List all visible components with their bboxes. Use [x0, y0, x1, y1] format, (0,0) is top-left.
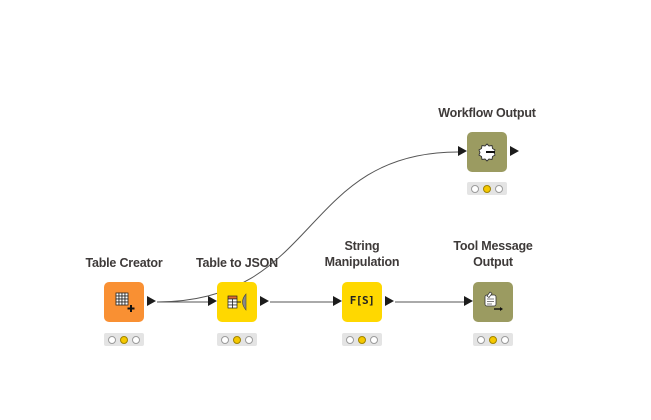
label-line: Output [473, 255, 513, 269]
status-light-green [370, 335, 378, 344]
node-label-workflow-output: Workflow Output [417, 105, 557, 121]
label-line: Tool Message [453, 239, 533, 253]
message-output-icon [484, 291, 503, 311]
node-status-table-to-json [217, 333, 257, 346]
node-label-string-manipulation: String Manipulation [292, 238, 432, 270]
node-label-table-creator: Table Creator [54, 255, 194, 271]
status-light-red [346, 335, 354, 344]
status-light-yellow [120, 335, 128, 344]
label-line: Workflow Output [438, 106, 536, 120]
input-port[interactable] [458, 146, 467, 156]
node-label-table-to-json: Table to JSON [167, 255, 307, 271]
status-light-green [501, 335, 509, 344]
status-light-red [108, 335, 116, 344]
output-port[interactable] [385, 296, 394, 306]
node-table-to-json[interactable] [217, 282, 257, 322]
fs-icon: F[S] [349, 294, 375, 307]
status-light-red [471, 184, 479, 193]
status-light-yellow [489, 335, 497, 344]
node-status-table-creator [104, 333, 144, 346]
label-line: Table Creator [85, 256, 163, 270]
node-table-creator[interactable] [104, 282, 144, 322]
input-port[interactable] [208, 296, 217, 306]
status-light-green [245, 335, 253, 344]
status-light-red [477, 335, 485, 344]
node-string-manipulation[interactable]: F[S] [342, 282, 382, 322]
status-light-red [221, 335, 229, 344]
table-plus-icon [115, 292, 135, 312]
input-port[interactable] [464, 296, 473, 306]
node-status-string-manipulation [342, 333, 382, 346]
node-tool-message-output[interactable] [473, 282, 513, 322]
output-port[interactable] [260, 296, 269, 306]
output-port[interactable] [510, 146, 519, 156]
workflow-output-icon [478, 143, 496, 162]
status-light-yellow [358, 335, 366, 344]
label-line: String [344, 239, 380, 253]
label-line: Manipulation [324, 255, 400, 269]
table-to-json-icon [227, 293, 247, 311]
output-port[interactable] [147, 296, 156, 306]
label-line: Table to JSON [196, 256, 278, 270]
connection-table-creator-to-workflow-output[interactable] [156, 151, 459, 303]
status-light-yellow [483, 184, 491, 193]
node-status-tool-message-output [473, 333, 513, 346]
status-light-green [132, 335, 140, 344]
status-light-green [495, 184, 503, 193]
node-status-workflow-output [467, 182, 507, 195]
node-label-tool-message-output: Tool Message Output [423, 238, 563, 270]
node-workflow-output[interactable] [467, 132, 507, 172]
input-port[interactable] [333, 296, 342, 306]
status-light-yellow [233, 335, 241, 344]
